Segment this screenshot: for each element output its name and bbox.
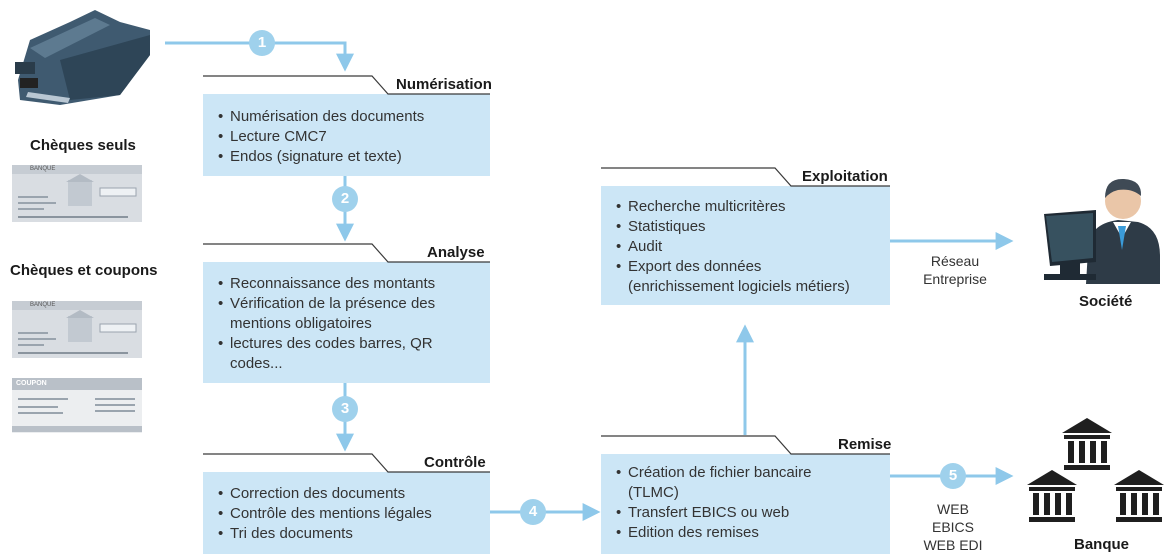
controle-list: Correction des documents Contrôle des me…: [218, 484, 432, 544]
cheque-2-bank-text: BANQUE: [30, 302, 56, 308]
analyse-item: Vérification de la présence des: [218, 294, 435, 314]
cheque-image-2: [12, 301, 142, 358]
scanner-icon: [15, 10, 150, 105]
cheque-1-bank-text: BANQUE: [30, 166, 56, 172]
transfer-protocols-label: WEB EBICS WEB EDI: [908, 500, 998, 554]
analyse-item-continued: mentions obligatoires: [230, 315, 372, 332]
analyse-item-continued: codes...: [230, 355, 283, 372]
remise-list: Création de fichier bancaire (TLMC) Tran…: [616, 463, 811, 543]
remise-title: Remise: [838, 436, 892, 453]
controle-title: Contrôle: [424, 454, 486, 471]
exploitation-item-continued: (enrichissement logiciels métiers): [628, 278, 850, 295]
transfer-label-line3: WEB EDI: [923, 537, 983, 553]
step-5-badge: 5: [940, 463, 966, 489]
numerisation-item: Numérisation des documents: [218, 107, 424, 127]
coupon-text: COUPON: [16, 380, 47, 387]
transfer-label-line1: WEB: [937, 501, 969, 517]
exploitation-list: Recherche multicritères Statistiques Aud…: [616, 197, 850, 297]
user-computer-icon: [1044, 178, 1160, 284]
label-cheques-seuls: Chèques seuls: [30, 137, 136, 154]
numerisation-title: Numérisation: [396, 76, 492, 93]
controle-item: Contrôle des mentions légales: [218, 504, 432, 524]
bank-icon-top: [1062, 418, 1112, 470]
controle-item: Correction des documents: [218, 484, 432, 504]
analyse-item: Reconnaissance des montants: [218, 274, 435, 294]
remise-item: Transfert EBICS ou web: [616, 503, 811, 523]
label-cheques-coupons: Chèques et coupons: [10, 262, 158, 279]
analyse-title: Analyse: [427, 244, 485, 261]
bank-icon-left: [1027, 470, 1077, 522]
exploitation-item: Audit: [616, 237, 850, 257]
reseau-label-line1: Réseau: [930, 253, 980, 269]
numerisation-item: Lecture CMC7: [218, 127, 424, 147]
exploitation-item: Statistiques: [616, 217, 850, 237]
societe-label: Société: [1079, 293, 1133, 310]
controle-item: Tri des documents: [218, 524, 432, 544]
remise-item-continued: (TLMC): [628, 484, 679, 501]
analyse-item: lectures des codes barres, QR: [218, 334, 435, 354]
numerisation-list: Numérisation des documents Lecture CMC7 …: [218, 107, 424, 167]
step-3-badge: 3: [332, 396, 358, 422]
step-1-badge: 1: [249, 30, 275, 56]
step-2-badge: 2: [332, 186, 358, 212]
remise-item: Edition des remises: [616, 523, 811, 543]
reseau-label-line2: Entreprise: [923, 271, 987, 287]
exploitation-item: Export des données: [616, 257, 850, 277]
numerisation-item: Endos (signature et texte): [218, 147, 424, 167]
cheque-image-1: [12, 165, 142, 222]
analyse-list: Reconnaissance des montants Vérification…: [218, 274, 435, 374]
exploitation-title: Exploitation: [802, 168, 888, 185]
exploitation-item: Recherche multicritères: [616, 197, 850, 217]
bank-icon-right: [1114, 470, 1164, 522]
reseau-entreprise-label: Réseau Entreprise: [905, 252, 1005, 288]
banque-label: Banque: [1074, 536, 1130, 553]
remise-item: Création de fichier bancaire: [616, 463, 811, 483]
coupon-image: [12, 378, 142, 433]
step-4-badge: 4: [520, 499, 546, 525]
transfer-label-line2: EBICS: [931, 519, 974, 535]
